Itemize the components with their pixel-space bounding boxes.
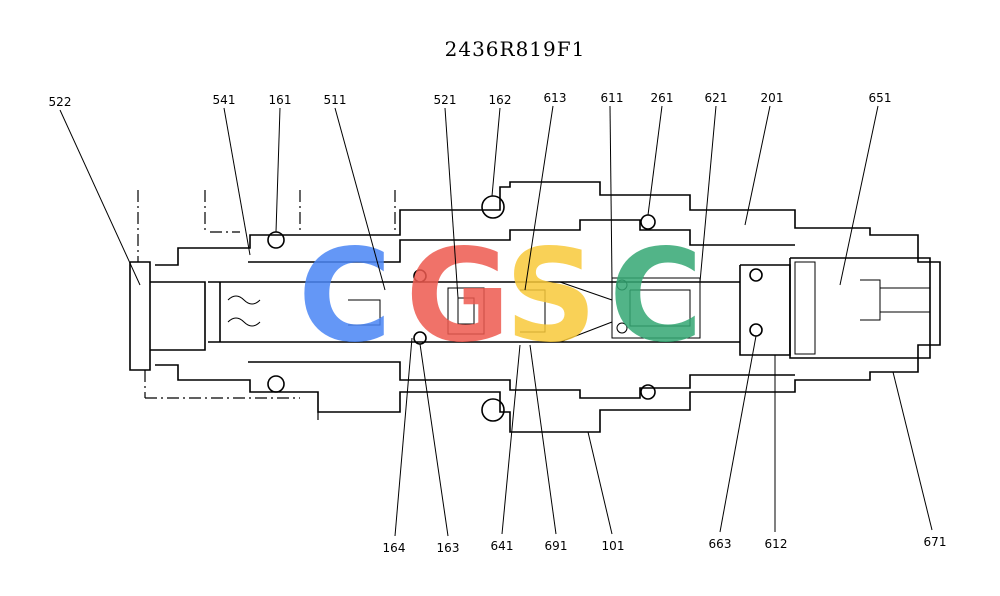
leader-lines [59,105,933,537]
leader-164 [394,337,413,537]
hidden-lines [137,190,396,420]
leader-201 [744,105,771,226]
callout-label: 671 [924,535,947,549]
leader-663 [719,335,757,533]
callout-label: 521 [434,93,457,107]
watermark-letter-4: C [609,222,703,371]
valve-body-outline [129,181,941,433]
leader-671 [892,371,933,531]
leader-651 [839,105,879,286]
callout-label: 641 [491,539,514,553]
callout-label: 161 [269,93,292,107]
callout-label: 613 [544,91,567,105]
watermark: C G S C [298,222,703,371]
callout-label: 101 [602,539,625,553]
leader-163 [419,343,449,537]
callout-label: 522 [49,95,72,109]
callout-label: 663 [709,537,732,551]
callout-label: 651 [869,91,892,105]
callout-label: 162 [489,93,512,107]
callout-label: 163 [437,541,460,555]
callout-label: 612 [765,537,788,551]
watermark-letter-1: C [298,222,392,371]
leader-641 [501,344,521,535]
leader-621 [699,105,717,283]
leader-691 [529,344,557,535]
leader-101 [587,431,613,535]
leader-161 [275,107,281,233]
callout-label: 511 [324,93,347,107]
callout-label: 201 [761,91,784,105]
callout-label: 621 [705,91,728,105]
watermark-letter-3: S [505,222,597,371]
drawing-title: 2436R819F1 [445,37,586,61]
leader-261 [647,105,663,216]
callout-labels: 522 541 161 511 521 162 613 611 261 621 … [49,91,947,555]
callout-label: 261 [651,91,674,105]
callout-label: 164 [383,541,406,555]
leader-511 [334,107,386,291]
callout-label: 541 [213,93,236,107]
leader-611 [609,105,613,283]
leader-541 [223,107,251,256]
leader-162 [491,107,501,197]
leader-613 [524,105,554,291]
callout-label: 691 [545,539,568,553]
leader-521 [444,107,459,299]
leader-522 [59,109,141,286]
callout-label: 611 [601,91,624,105]
